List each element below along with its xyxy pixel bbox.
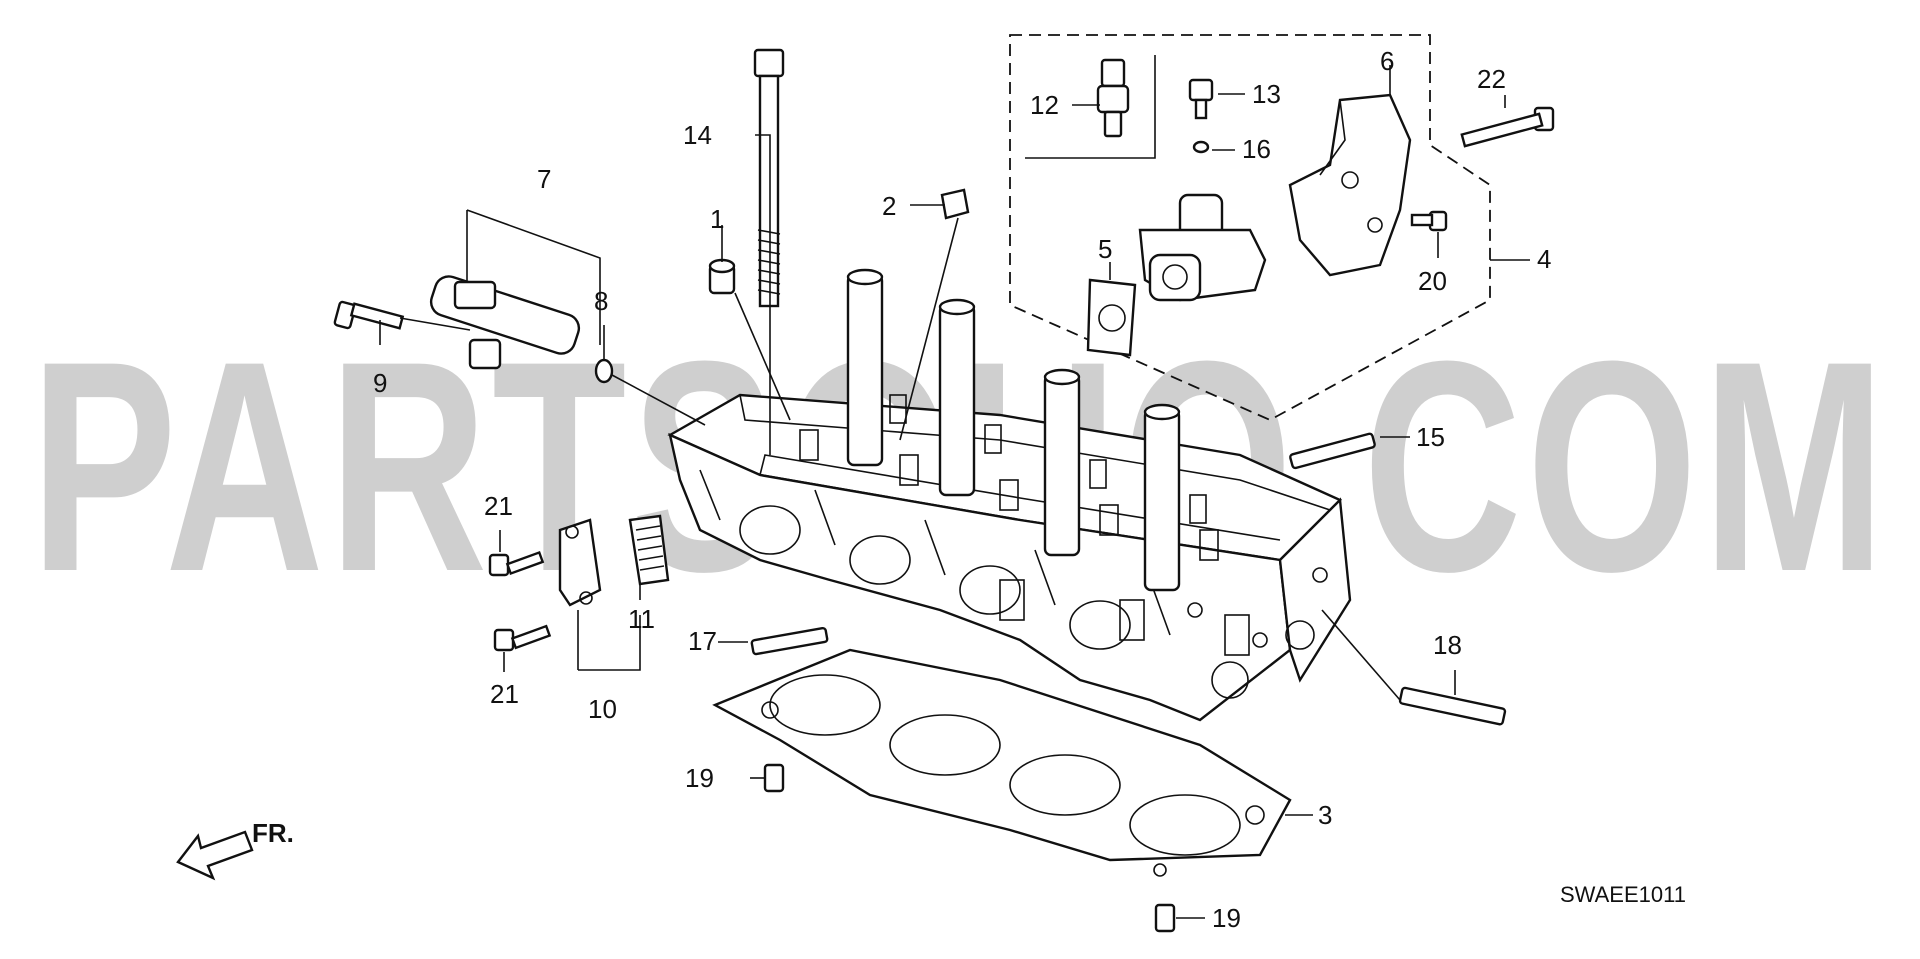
callout-21-lower: 21: [490, 679, 519, 709]
dowel-pin-lower: [1154, 903, 1176, 933]
callout-10: 10: [588, 694, 617, 724]
dowel-pin-upper: [763, 763, 785, 793]
callout-20: 20: [1418, 266, 1447, 296]
bracket-bolt-20: [1410, 210, 1448, 232]
spool-valve-bolt: [333, 300, 405, 330]
cylinder-head: [667, 268, 1352, 722]
callout-21-upper: 21: [484, 491, 513, 521]
cover-bolt-upper: [488, 550, 545, 577]
callout-3: 3: [1318, 800, 1332, 830]
callout-15: 15: [1416, 422, 1445, 452]
stud-bolt-15: [1289, 432, 1376, 470]
oil-filter-screen: [628, 514, 670, 586]
o-ring: [594, 358, 614, 384]
front-label: FR.: [252, 818, 294, 848]
callout-16: 16: [1242, 134, 1271, 164]
solenoid-bracket: [1288, 93, 1412, 277]
callout-22: 22: [1477, 64, 1506, 94]
solenoid-gasket: [1086, 278, 1137, 357]
callout-9: 9: [373, 368, 387, 398]
callout-12: 12: [1030, 90, 1059, 120]
callout-7: 7: [537, 164, 551, 194]
sensor-sub-box: [1025, 55, 1156, 159]
cover-bolt-lower: [493, 624, 552, 652]
callout-11: 11: [628, 604, 655, 634]
stud-bolt-17: [750, 626, 829, 656]
leader-lines: [379, 65, 1530, 919]
front-direction-indicator: FR.: [176, 818, 294, 881]
callout-13: 13: [1252, 79, 1281, 109]
callout-8: 8: [594, 286, 608, 316]
front-arrow-icon: [176, 830, 254, 881]
valve-stem-seal: [708, 258, 736, 295]
callout-4: 4: [1537, 244, 1551, 274]
bracket-bolt-22: [1460, 106, 1555, 148]
head-bolt: [753, 48, 785, 308]
filter-cover: [558, 518, 602, 607]
callout-18: 18: [1433, 630, 1462, 660]
spool-valve: [429, 275, 581, 370]
callout-2: 2: [882, 191, 896, 221]
vtc-solenoid-valve: [1138, 193, 1267, 302]
callout-5: 5: [1098, 234, 1112, 264]
assembly-group-outline: [1009, 34, 1491, 422]
sealing-washer: [1192, 140, 1210, 154]
oil-pressure-switch: [1096, 58, 1130, 138]
head-gasket: [712, 648, 1292, 877]
stud-bolt-18: [1398, 686, 1507, 726]
callout-14: 14: [683, 120, 712, 150]
callout-19-lower: 19: [1212, 903, 1241, 933]
callout-6: 6: [1380, 46, 1394, 76]
callout-labels: 1 2 3 4 5 6 7 8 9 10 11 12 13 14 15 16 1…: [373, 46, 1551, 933]
solenoid-bolt: [1188, 78, 1214, 120]
callout-1: 1: [710, 204, 724, 234]
diagram-reference-code: SWAEE1011: [1560, 882, 1686, 907]
callout-17: 17: [688, 626, 717, 656]
callout-19-upper: 19: [685, 763, 714, 793]
valve-cap: [940, 188, 970, 220]
